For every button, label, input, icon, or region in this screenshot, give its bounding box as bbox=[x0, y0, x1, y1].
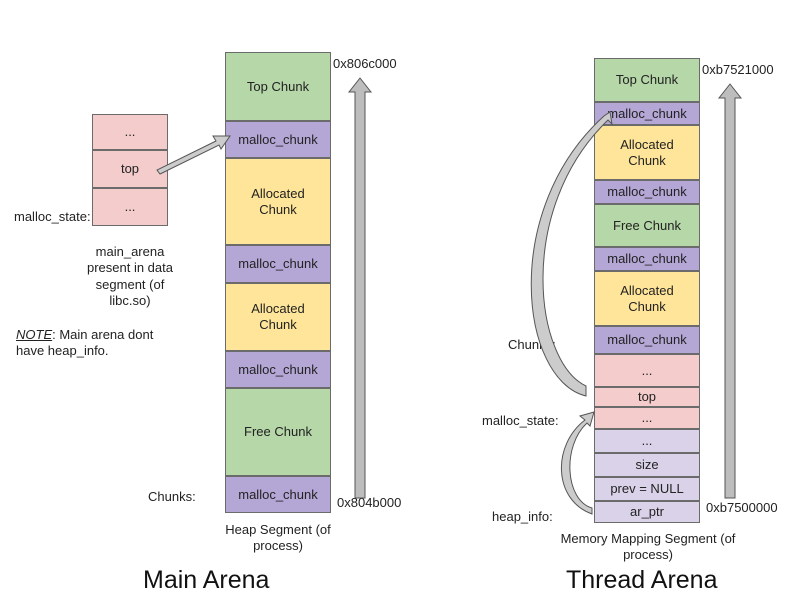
thread-state-ellipsis-top-text: ... bbox=[641, 362, 653, 378]
thread-heap-info-ellipsis-text: ... bbox=[641, 433, 653, 449]
thread-allocated-chunk-1: Allocated Chunk bbox=[594, 125, 700, 180]
thread-allocated-chunk-2-text: Allocated Chunk bbox=[620, 282, 674, 314]
thread-free-chunk: Free Chunk bbox=[594, 204, 700, 247]
thread-heap-info-ar-ptr: ar_ptr bbox=[594, 501, 700, 523]
thread-heap-info-ellipsis: ... bbox=[594, 429, 700, 453]
main-malloc-chunk-3: malloc_chunk bbox=[225, 351, 331, 388]
thread-malloc-state-label: malloc_state: bbox=[482, 413, 559, 428]
thread-malloc-chunk-3-text: malloc_chunk bbox=[607, 251, 687, 267]
thread-heap-info-size: size bbox=[594, 453, 700, 477]
thread-address-growth-arrow bbox=[717, 83, 743, 499]
thread-state-top-field: top bbox=[594, 387, 700, 407]
main-malloc-chunk-4-text: malloc_chunk bbox=[238, 486, 318, 502]
thread-top-pointer-arrow bbox=[530, 111, 613, 397]
thread-address-bottom: 0xb7500000 bbox=[706, 500, 778, 515]
thread-state-ellipsis-bottom-text: ... bbox=[641, 410, 653, 426]
thread-malloc-chunk-1: malloc_chunk bbox=[594, 102, 700, 125]
thread-arena-title: Thread Arena bbox=[566, 566, 718, 594]
main-malloc-chunk-1-text: malloc_chunk bbox=[238, 131, 318, 147]
main-address-growth-arrow bbox=[347, 77, 373, 499]
thread-heap-info-prev-text: prev = NULL bbox=[610, 481, 684, 497]
main-top-chunk: Top Chunk bbox=[225, 52, 331, 121]
main-top-pointer-arrow bbox=[156, 135, 231, 175]
main-allocated-chunk-1: Allocated Chunk bbox=[225, 158, 331, 245]
main-state-ellipsis-bottom-text: ... bbox=[124, 199, 136, 215]
main-arena-location-note: main_arena present in data segment (of l… bbox=[86, 244, 173, 308]
thread-top-chunk-text: Top Chunk bbox=[615, 72, 679, 88]
main-allocated-chunk-2: Allocated Chunk bbox=[225, 283, 331, 351]
thread-address-top: 0xb7521000 bbox=[702, 62, 774, 77]
main-malloc-chunk-4: malloc_chunk bbox=[225, 476, 331, 513]
thread-malloc-chunk-1-text: malloc_chunk bbox=[607, 105, 687, 121]
main-state-ellipsis-bottom: ... bbox=[92, 188, 168, 226]
main-allocated-chunk-1-text: Allocated Chunk bbox=[251, 185, 305, 217]
thread-segment-caption: Memory Mapping Segment (of process) bbox=[560, 531, 736, 563]
main-state-top-text: top bbox=[120, 161, 140, 177]
main-address-bottom: 0x804b000 bbox=[337, 495, 402, 510]
main-allocated-chunk-2-text: Allocated Chunk bbox=[251, 301, 305, 332]
main-malloc-chunk-2: malloc_chunk bbox=[225, 245, 331, 283]
note-prefix: NOTE bbox=[16, 327, 53, 342]
thread-malloc-chunk-2-text: malloc_chunk bbox=[607, 184, 687, 200]
thread-free-chunk-text: Free Chunk bbox=[613, 217, 681, 233]
main-malloc-chunk-2-text: malloc_chunk bbox=[238, 256, 318, 272]
thread-heap-info-ar-ptr-text: ar_ptr bbox=[630, 504, 664, 520]
thread-allocated-chunk-2: Allocated Chunk bbox=[594, 271, 700, 326]
thread-state-ellipsis-top: ... bbox=[594, 354, 700, 387]
thread-malloc-chunk-4: malloc_chunk bbox=[594, 326, 700, 354]
main-segment-caption: Heap Segment (of process) bbox=[225, 522, 331, 554]
main-malloc-chunk-3-text: malloc_chunk bbox=[238, 361, 318, 377]
thread-heap-info-prev: prev = NULL bbox=[594, 477, 700, 501]
main-top-chunk-text: Top Chunk bbox=[246, 78, 310, 94]
main-state-ellipsis-top: ... bbox=[92, 114, 168, 150]
main-state-top-field: top bbox=[92, 150, 168, 188]
thread-state-ellipsis-bottom: ... bbox=[594, 407, 700, 429]
thread-malloc-chunk-3: malloc_chunk bbox=[594, 247, 700, 271]
thread-state-top-text: top bbox=[637, 389, 657, 405]
note-text: : Main arena dont have heap_info. bbox=[16, 327, 154, 359]
thread-allocated-chunk-1-text: Allocated Chunk bbox=[620, 136, 674, 168]
main-address-top: 0x806c000 bbox=[333, 56, 397, 71]
main-arena-note: NOTE: Main arena dont have heap_info. bbox=[16, 327, 176, 360]
main-chunks-label: Chunks: bbox=[148, 489, 196, 504]
main-malloc-state-label: malloc_state: bbox=[14, 209, 91, 224]
thread-heap-info-label: heap_info: bbox=[492, 509, 553, 524]
main-free-chunk-text: Free Chunk bbox=[244, 424, 312, 440]
thread-top-chunk: Top Chunk bbox=[594, 58, 700, 102]
thread-ar-ptr-arrow bbox=[561, 411, 595, 515]
thread-malloc-chunk-4-text: malloc_chunk bbox=[607, 332, 687, 348]
thread-heap-info-size-text: size bbox=[635, 457, 659, 473]
thread-malloc-chunk-2: malloc_chunk bbox=[594, 180, 700, 204]
main-state-ellipsis-top-text: ... bbox=[124, 124, 136, 140]
main-arena-title: Main Arena bbox=[143, 566, 270, 594]
main-free-chunk: Free Chunk bbox=[225, 388, 331, 476]
